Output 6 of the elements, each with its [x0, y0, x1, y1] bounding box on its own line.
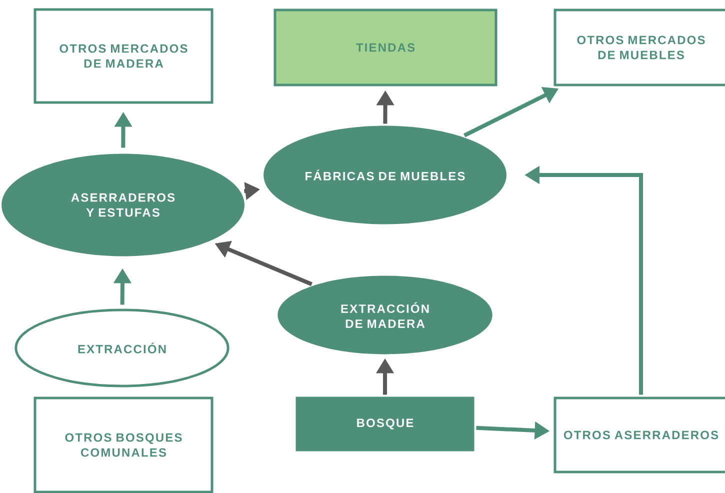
- flow-box: OTROS MERCADOS DE MUEBLES: [554, 8, 725, 86]
- flow-box: OTROS BOSQUES COMUNALES: [34, 396, 214, 493]
- filled-flow-box: BOSQUE: [296, 396, 474, 452]
- flow-box: TIENDAS: [274, 8, 498, 86]
- flow-box: OTROS MERCADOS DE MADERA: [34, 8, 214, 104]
- flow-box: OTROS ASERRADEROS: [554, 396, 725, 474]
